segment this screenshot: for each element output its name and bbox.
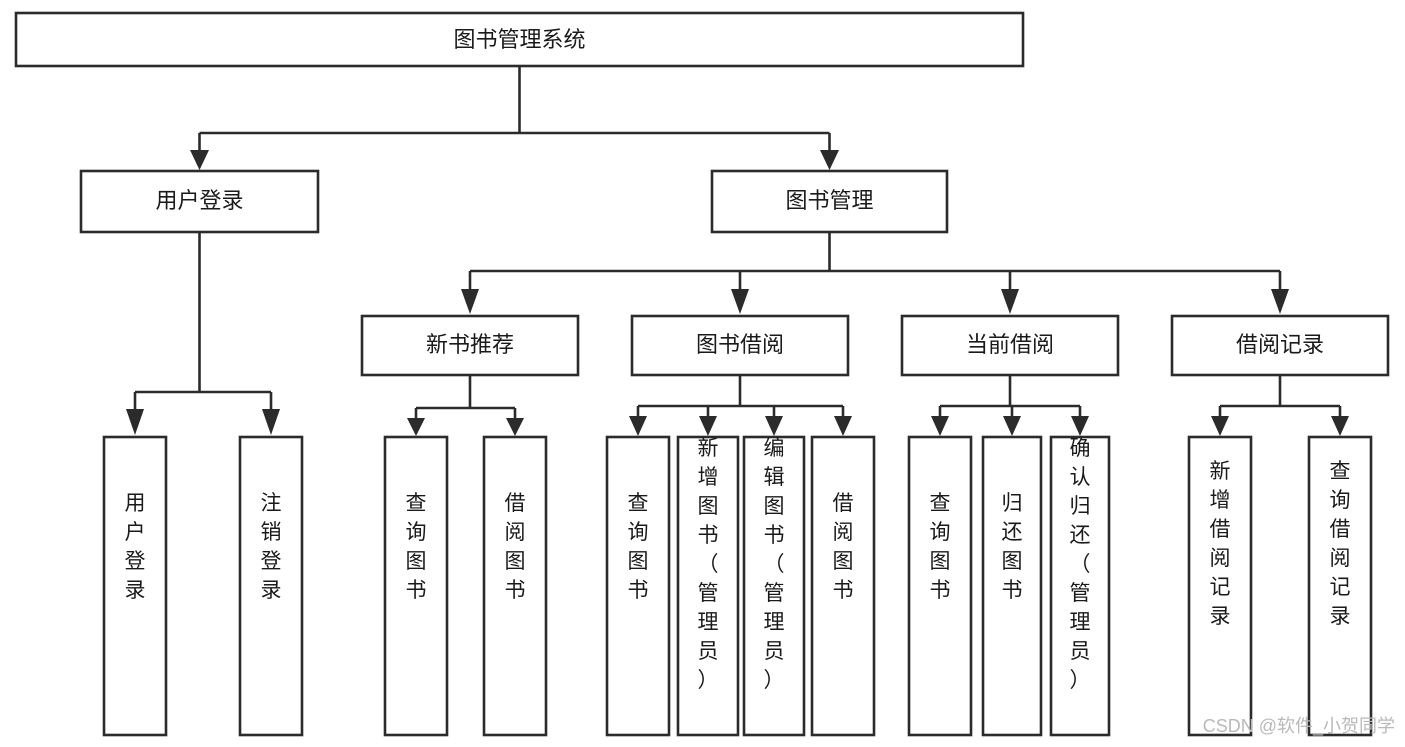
arrowhead-layer xyxy=(126,150,1349,436)
leaf-nb-borrow-book-label: 借阅图书 xyxy=(505,492,526,602)
node-new-book-recommendation-box[interactable] xyxy=(360,314,580,377)
arrow-bb-query-book xyxy=(629,416,647,436)
arrow-to-borrow-record xyxy=(1271,289,1289,314)
node-book-management-label: 图书管理 xyxy=(785,188,873,213)
node-borrow-record[interactable]: 借阅记录 xyxy=(1170,314,1390,377)
node-user-login[interactable]: 用户登录 xyxy=(79,169,320,234)
node-root-box[interactable] xyxy=(14,11,1025,68)
arrow-to-current-borrow xyxy=(1001,289,1019,314)
csdn-watermark: CSDN @软件_小贺同学 xyxy=(1203,716,1395,737)
leaf-logout-label: 注销登录 xyxy=(261,492,282,602)
arrow-cb-return-book xyxy=(1003,416,1021,436)
leaf-br-query-record[interactable]: 查询借阅记录 xyxy=(1307,435,1373,737)
leaf-bb-query-book-label: 查询图书 xyxy=(628,492,649,602)
leaf-bb-borrow-book[interactable]: 借阅图书 xyxy=(810,435,876,737)
node-borrow-record-box[interactable] xyxy=(1170,314,1390,377)
arrow-to-user-login xyxy=(190,150,209,170)
leaf-bb-add-book-label: 新增图书（管理员） xyxy=(698,437,719,692)
leaf-cb-query-book-box[interactable] xyxy=(907,435,973,737)
node-borrow-record-label: 借阅记录 xyxy=(1236,332,1324,357)
node-book-management-box[interactable] xyxy=(710,169,949,234)
leaf-bb-edit-book-box[interactable] xyxy=(742,435,806,737)
leaf-bb-edit-book-label: 编辑图书（管理员） xyxy=(764,437,785,692)
node-current-borrow-box[interactable] xyxy=(900,314,1120,377)
leaf-nb-query-book-label: 查询图书 xyxy=(406,492,427,602)
leaf-bb-add-book-box[interactable] xyxy=(676,435,740,737)
arrow-to-leaf-logout xyxy=(262,409,280,435)
leaf-bb-borrow-book-label: 借阅图书 xyxy=(833,492,854,602)
arrow-to-book-borrow xyxy=(731,289,749,314)
leaf-bb-query-book[interactable]: 查询图书 xyxy=(605,435,671,737)
leaf-cb-return-book[interactable]: 归还图书 xyxy=(981,435,1043,737)
leaf-logout-box[interactable] xyxy=(238,435,304,737)
leaf-bb-add-book[interactable]: 新增图书（管理员） xyxy=(676,435,740,737)
leaf-cb-confirm-return-box[interactable] xyxy=(1049,435,1111,737)
leaf-cb-return-book-label: 归还图书 xyxy=(1002,492,1023,602)
node-book-borrow-box[interactable] xyxy=(630,314,850,377)
leaf-bb-edit-book[interactable]: 编辑图书（管理员） xyxy=(742,435,806,737)
arrow-bb-edit-book xyxy=(765,416,783,436)
node-new-book-recommendation[interactable]: 新书推荐 xyxy=(360,314,580,377)
node-user-login-label: 用户登录 xyxy=(155,188,243,213)
leaf-cb-query-book-label: 查询图书 xyxy=(930,492,951,602)
node-current-borrow[interactable]: 当前借阅 xyxy=(900,314,1120,377)
leaf-nb-query-book[interactable]: 查询图书 xyxy=(383,435,449,737)
arrow-cb-query-book xyxy=(931,416,949,436)
node-book-borrow-label: 图书借阅 xyxy=(696,332,784,357)
leaf-br-add-record-box[interactable] xyxy=(1187,435,1253,737)
leaf-br-add-record-label: 新增借阅记录 xyxy=(1210,460,1231,628)
node-root-label: 图书管理系统 xyxy=(453,27,585,52)
node-new-book-recommendation-label: 新书推荐 xyxy=(426,332,514,357)
leaf-nb-borrow-book[interactable]: 借阅图书 xyxy=(482,435,548,737)
leaf-user-login[interactable]: 用户登录 xyxy=(102,435,168,737)
leaf-user-login-box[interactable] xyxy=(102,435,168,737)
leaf-cb-confirm-return-label: 确认归还（管理员） xyxy=(1070,437,1091,692)
arrow-to-new-book xyxy=(461,289,479,314)
leaf-user-login-label: 用户登录 xyxy=(125,492,146,602)
node-user-login-box[interactable] xyxy=(79,169,320,234)
arrow-bb-borrow-book xyxy=(834,416,852,436)
arrow-nb-query-book xyxy=(407,418,425,436)
node-root-book-management-system[interactable]: 图书管理系统 xyxy=(14,11,1025,68)
leaf-nb-borrow-book-box[interactable] xyxy=(482,435,548,737)
connector-layer xyxy=(133,66,1342,418)
node-current-borrow-label: 当前借阅 xyxy=(966,332,1054,357)
leaf-bb-query-book-box[interactable] xyxy=(605,435,671,737)
arrow-br-add-record xyxy=(1211,416,1229,436)
arrow-to-book-mgmt xyxy=(820,150,839,170)
arrow-cb-confirm-return xyxy=(1071,416,1089,436)
node-book-management[interactable]: 图书管理 xyxy=(710,169,949,234)
leaf-bb-borrow-book-box[interactable] xyxy=(810,435,876,737)
leaf-nb-query-book-box[interactable] xyxy=(383,435,449,737)
arrow-to-leaf-user-login xyxy=(126,409,144,435)
leaf-br-add-record[interactable]: 新增借阅记录 xyxy=(1187,435,1253,737)
leaf-logout[interactable]: 注销登录 xyxy=(238,435,304,737)
arrow-bb-add-book xyxy=(699,416,717,436)
leaf-cb-query-book[interactable]: 查询图书 xyxy=(907,435,973,737)
leaf-br-query-record-label: 查询借阅记录 xyxy=(1330,460,1351,628)
leaf-cb-return-book-box[interactable] xyxy=(981,435,1043,737)
arrow-br-query-record xyxy=(1331,416,1349,436)
node-book-borrow[interactable]: 图书借阅 xyxy=(630,314,850,377)
leaf-cb-confirm-return[interactable]: 确认归还（管理员） xyxy=(1049,435,1111,737)
arrow-nb-borrow-book xyxy=(506,418,524,436)
leaf-br-query-record-box[interactable] xyxy=(1307,435,1373,737)
